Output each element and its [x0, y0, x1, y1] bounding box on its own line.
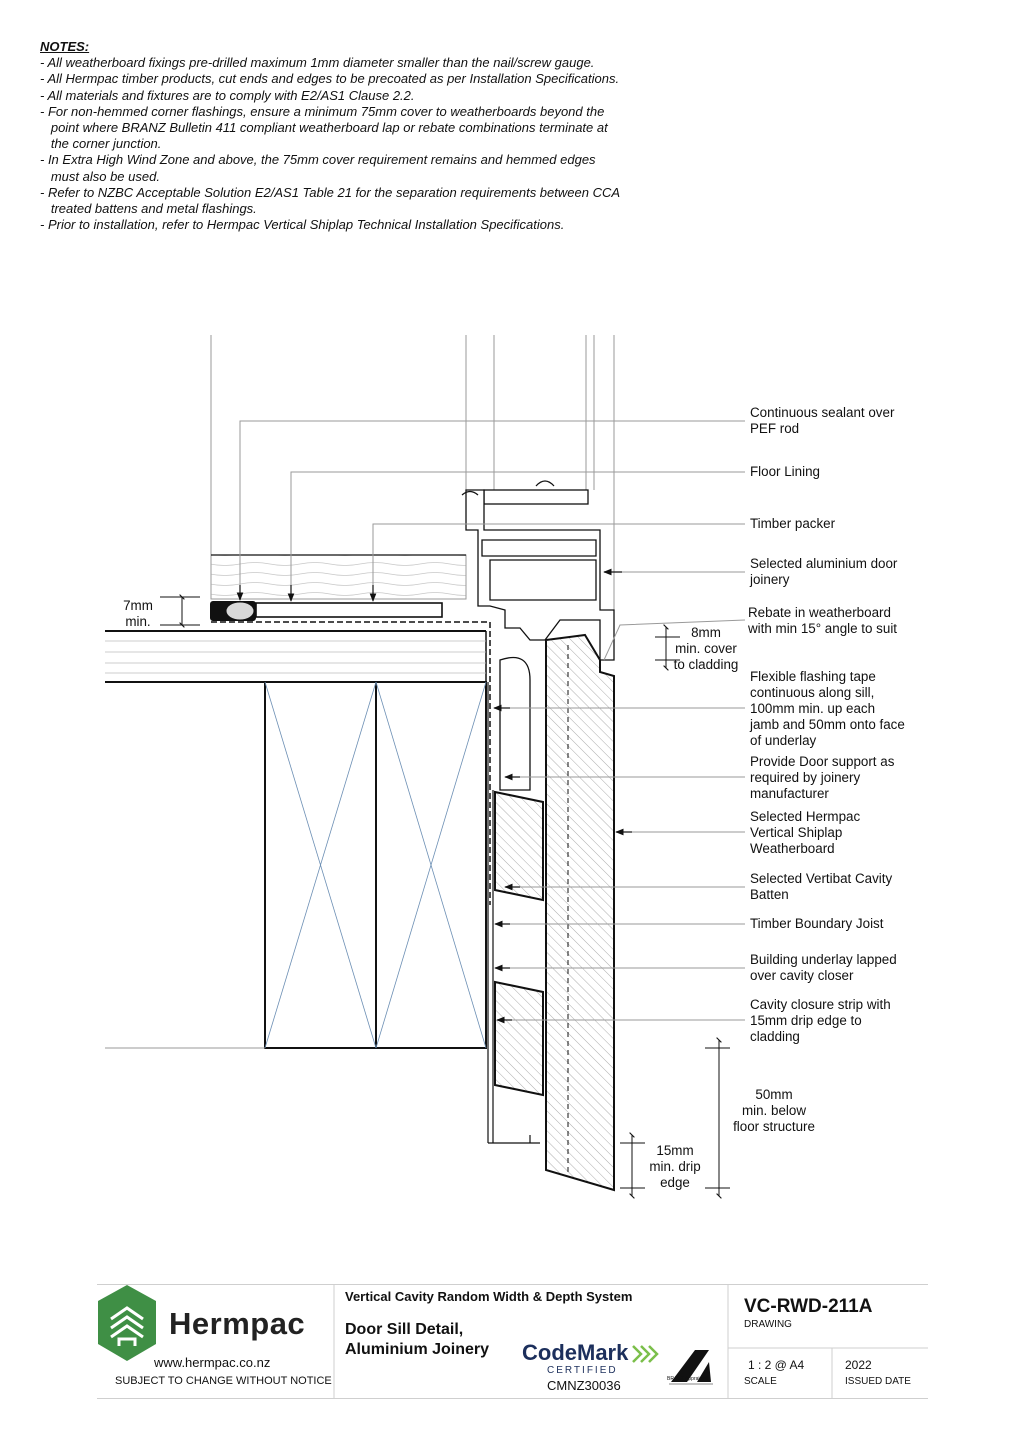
floor-lining [210, 554, 467, 600]
note-line: must also be used. [40, 168, 160, 184]
dimension-15mm [620, 1132, 645, 1199]
callout-weatherboard: Selected Hermpac Vertical Shiplap Weathe… [750, 809, 861, 856]
callout-timber-packer: Timber packer [750, 516, 836, 531]
dim-7mm-text: 7mm min. [123, 598, 153, 629]
timber-packer [255, 602, 443, 618]
sill-detail-drawing [105, 335, 746, 1199]
branz-logo-icon [671, 1350, 711, 1382]
sealant-pef-rod [210, 601, 256, 621]
callout-aluminium-joinery: Selected aluminium door joinery [750, 556, 898, 587]
codemark-certified: CERTIFIED [547, 1365, 618, 1376]
branz-appraised: BRANZ Appraised [667, 1376, 708, 1382]
callout-flashing-tape: Flexible flashing tape continuous along … [750, 669, 905, 748]
callout-door-support: Provide Door support as required by join… [750, 754, 895, 801]
note-line: - For non-hemmed corner flashings, ensur… [40, 103, 605, 119]
dimension-50mm [705, 1037, 730, 1199]
dim-8mm-text: 8mm min. cover to cladding [673, 625, 739, 672]
note-line: - Refer to NZBC Acceptable Solution E2/A… [40, 184, 621, 200]
callout-building-underlay: Building underlay lapped over cavity clo… [750, 952, 897, 983]
scale-value: 1 : 2 @ A4 [748, 1358, 805, 1372]
title-block-frame [97, 1284, 928, 1399]
dim-50mm-text: 50mm min. below floor structure [733, 1087, 815, 1134]
cavity-battens [494, 790, 544, 1097]
codemark-wordmark: CodeMark [522, 1340, 629, 1365]
dimension-8mm [655, 624, 680, 671]
issued-date-label: ISSUED DATE [845, 1376, 911, 1387]
aluminium-joinery [461, 480, 615, 661]
joist-cross [264, 681, 487, 1049]
note-line: - All weatherboard fixings pre-drilled m… [40, 55, 595, 71]
floor-structure [105, 630, 487, 683]
drawing-title-line2: Aluminium Joinery [345, 1341, 490, 1358]
leader-arrows [236, 568, 632, 1024]
dim-15mm-text: 15mm min. drip edge [649, 1143, 701, 1190]
callout-floor-lining: Floor Lining [750, 464, 820, 479]
door-support [499, 656, 531, 791]
title-block: Hermpac www.hermpac.co.nz SUBJECT TO CHA… [97, 1284, 928, 1399]
issued-date-value: 2022 [845, 1358, 872, 1372]
system-name: Vertical Cavity Random Width & Depth Sys… [345, 1289, 633, 1304]
codemark-chevron-icon [632, 1345, 659, 1363]
notes-block: NOTES: - All weatherboard fixings pre-dr… [40, 39, 740, 233]
callout-leaders [239, 420, 746, 1021]
callout-cavity-batten: Selected Vertibat Cavity Batten [750, 871, 893, 902]
website-link[interactable]: www.hermpac.co.nz [154, 1355, 271, 1370]
dimension-7mm [160, 594, 200, 628]
note-line: - Prior to installation, refer to Hermpa… [40, 217, 565, 233]
callout-rebate: Rebate in weatherboard with min 15° angl… [748, 605, 898, 636]
disclaimer: SUBJECT TO CHANGE WITHOUT NOTICE [115, 1375, 332, 1387]
drawing-number: VC-RWD-211A [744, 1296, 873, 1317]
notes-heading: NOTES: [40, 39, 90, 54]
building-underlay [487, 682, 540, 1144]
drawing-label: DRAWING [744, 1319, 792, 1330]
note-line: treated battens and metal flashings. [40, 201, 257, 217]
scale-label: SCALE [744, 1376, 777, 1387]
codemark-number: CMNZ30036 [547, 1378, 621, 1393]
timber-joists [264, 681, 487, 1049]
note-line: point where BRANZ Bulletin 411 compliant… [40, 120, 608, 136]
brand-name: Hermpac [169, 1306, 306, 1341]
note-line: - In Extra High Wind Zone and above, the… [40, 152, 596, 168]
note-line: - All materials and fixtures are to comp… [40, 87, 415, 103]
callout-cavity-closure: Cavity closure strip with 15mm drip edge… [750, 997, 891, 1044]
callout-boundary-joist: Timber Boundary Joist [750, 916, 884, 931]
weatherboard [545, 633, 615, 1192]
hermpac-logo-icon [98, 1285, 156, 1361]
drawing-title-line1: Door Sill Detail, [345, 1321, 464, 1338]
callout-sealant-pef-rod: Continuous sealant over PEF rod [750, 405, 895, 436]
flashing-tape [211, 621, 491, 905]
note-line: - All Hermpac timber products, cut ends … [40, 71, 620, 87]
note-line: the corner junction. [40, 136, 162, 152]
